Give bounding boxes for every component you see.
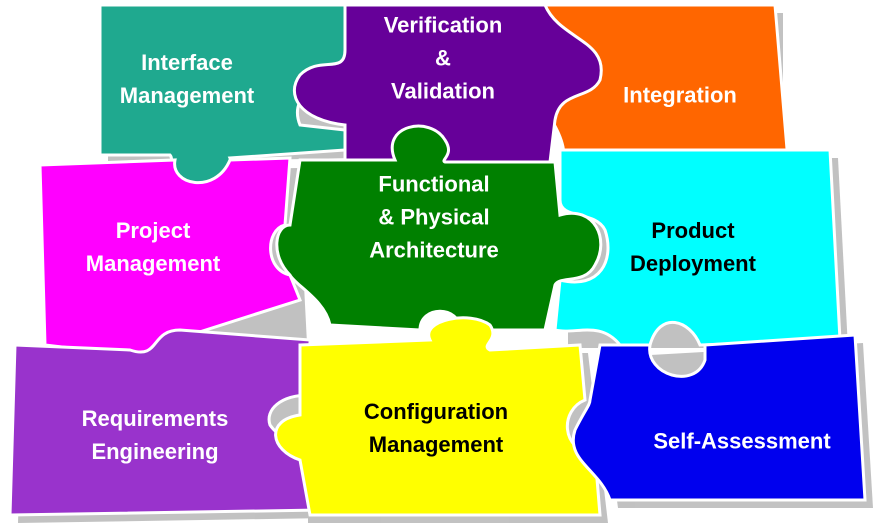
piece-configuration xyxy=(274,316,602,517)
label-verification-validation: Verification&Validation xyxy=(383,12,503,104)
piece-self-assessment xyxy=(571,333,867,502)
piece-deployment xyxy=(553,148,842,347)
label-self-assessment: Self-Assessment xyxy=(653,428,831,454)
label-integration: Integration xyxy=(623,82,737,108)
piece-functional xyxy=(275,124,603,332)
